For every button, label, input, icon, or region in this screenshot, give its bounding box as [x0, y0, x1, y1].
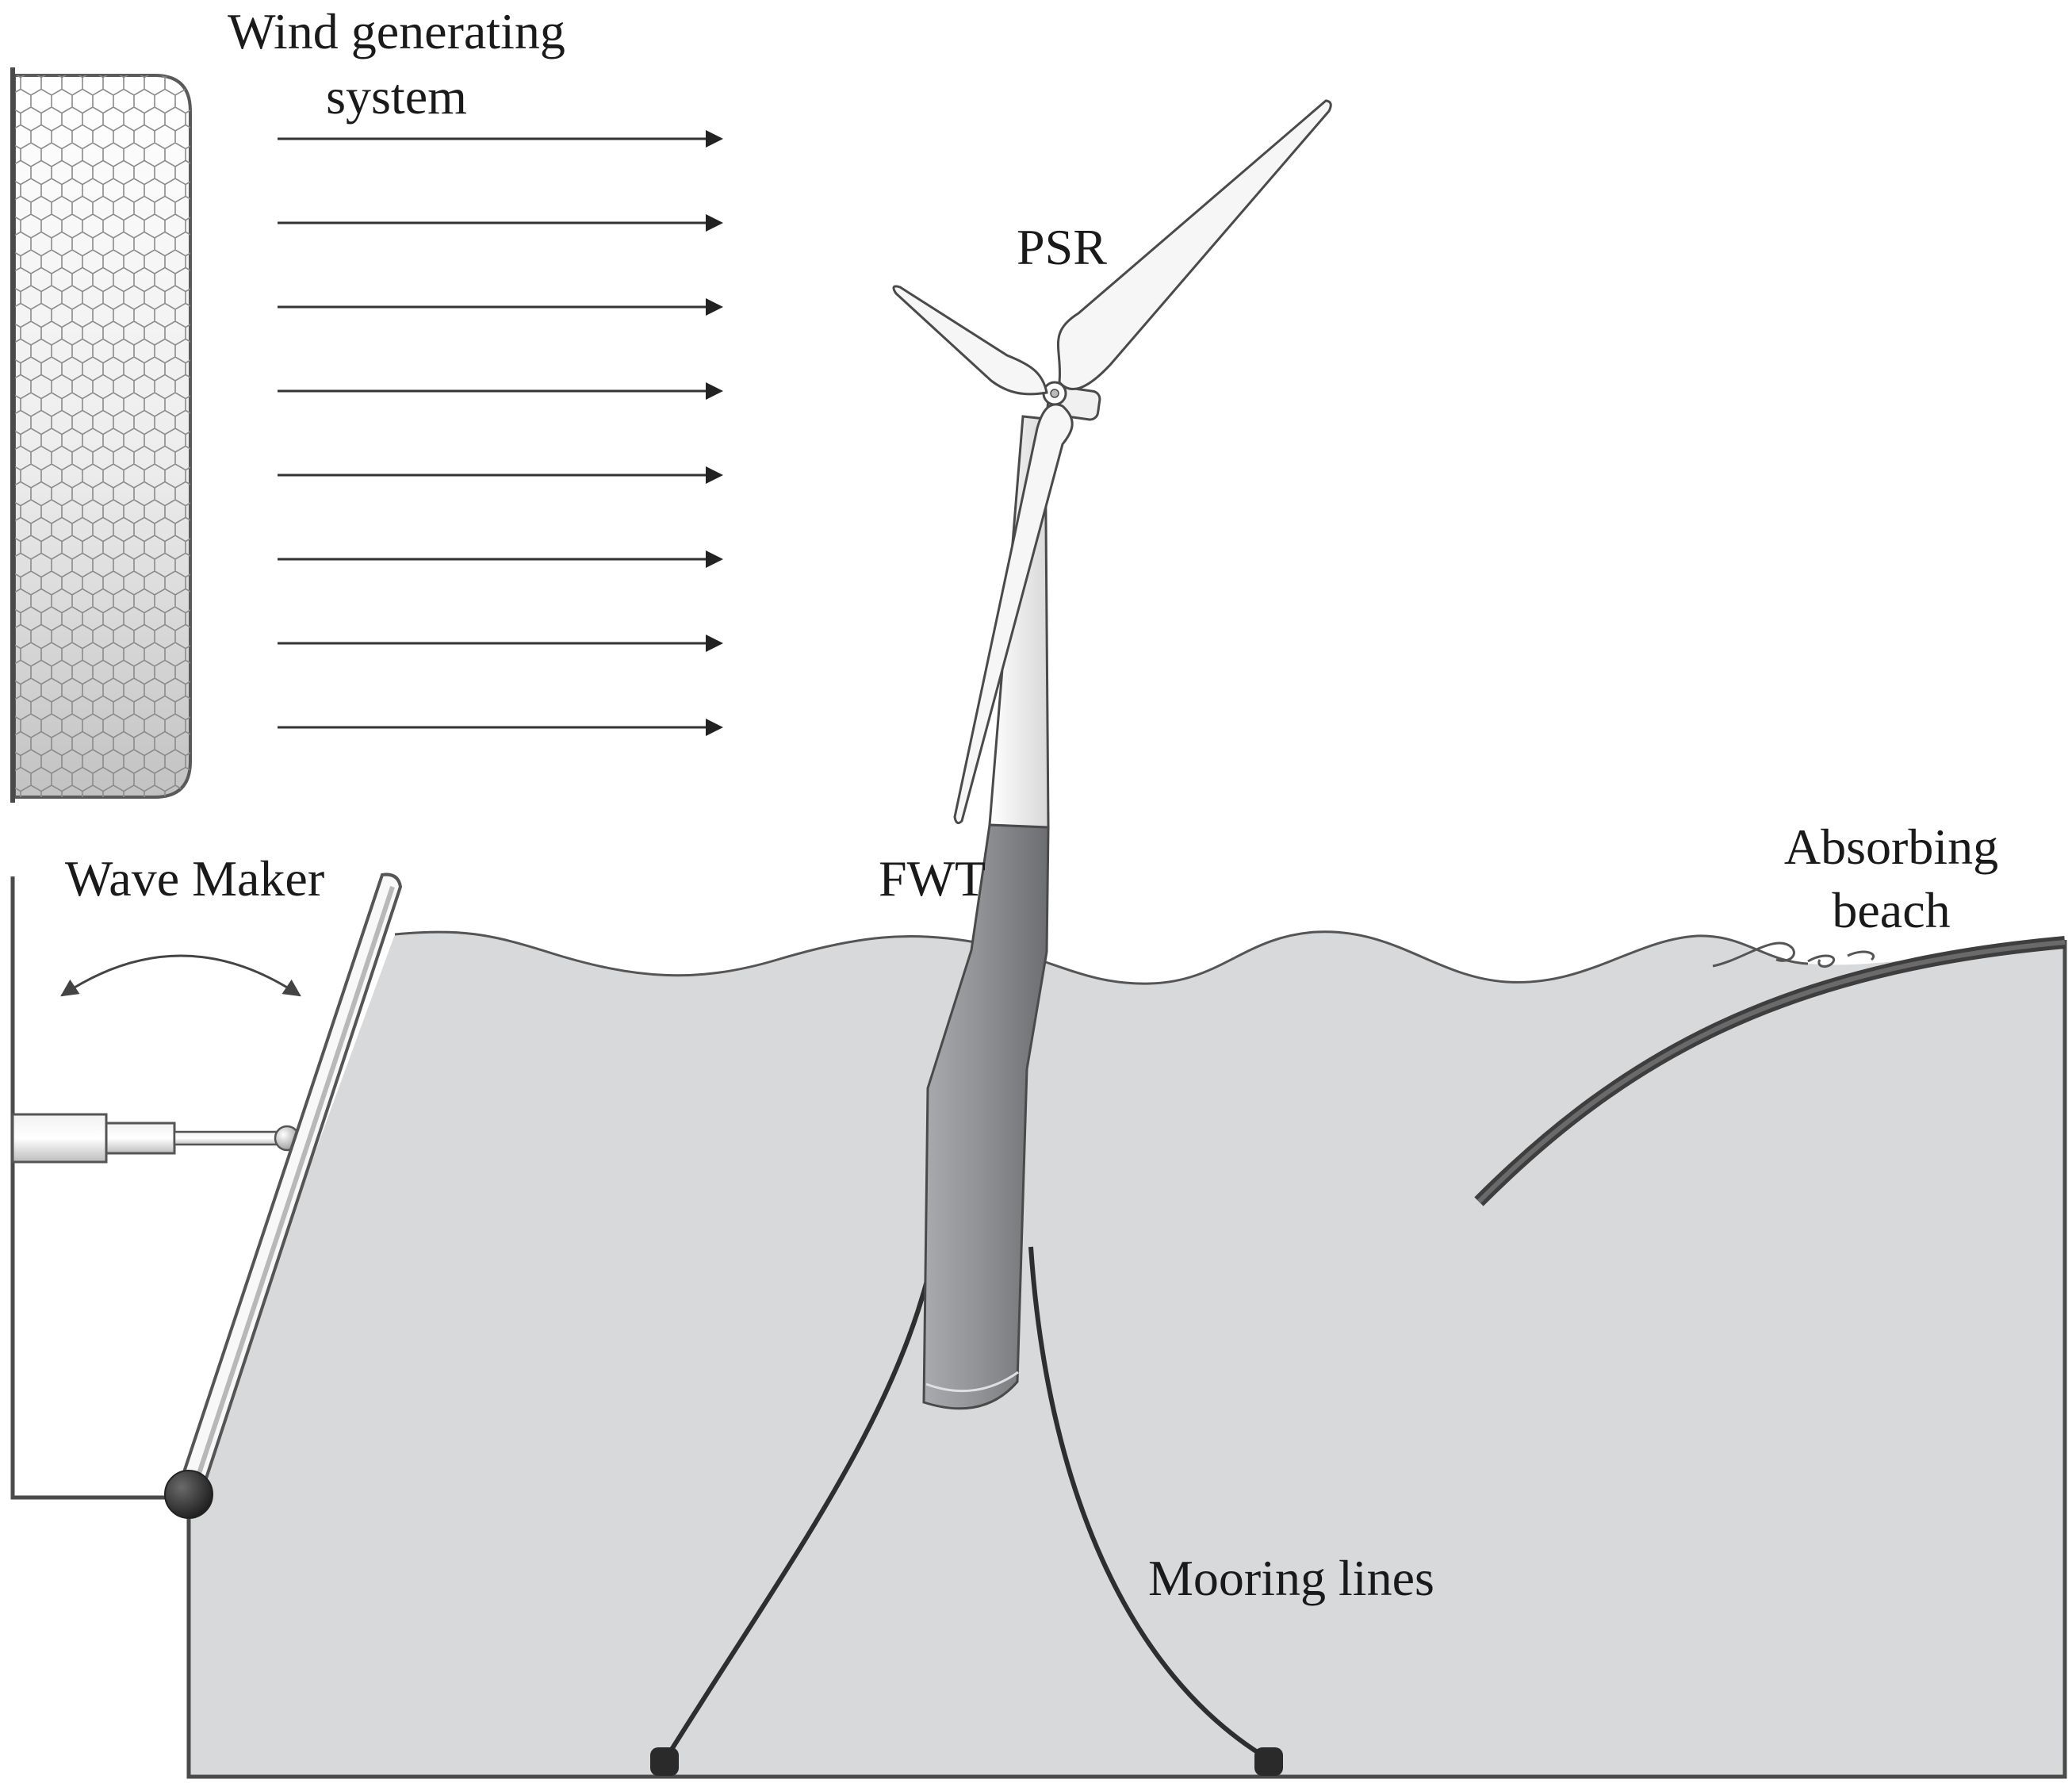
wind-arrow-head	[706, 130, 723, 148]
wind-arrow-head	[706, 635, 723, 652]
floating-wind-turbine	[892, 99, 1332, 1410]
fan-honeycomb	[14, 75, 190, 797]
wind-arrows	[278, 130, 723, 736]
wind-arrow-head	[706, 214, 723, 232]
paddle-shade	[190, 886, 395, 1496]
mooring-line-right	[1028, 1246, 1270, 1762]
wave-maker-label: Wave Maker	[65, 850, 325, 907]
wind-arrow-head	[706, 719, 723, 736]
anchor-right	[1254, 1747, 1283, 1776]
absorbing-beach-label-line1: Absorbing	[1783, 819, 1999, 875]
fwt-label: FWT	[879, 850, 986, 907]
wind-arrow-head	[706, 466, 723, 484]
water-surface	[394, 930, 1809, 985]
absorbing-beach-label-line2: beach	[1832, 882, 1951, 938]
spar-buoy	[922, 823, 1050, 1410]
water-body	[189, 931, 2065, 1777]
absorbing-beach-shade	[1476, 940, 2066, 1204]
hub-center	[1050, 389, 1059, 398]
blade-left	[892, 285, 1048, 396]
spar-bottom-ring	[925, 1371, 1019, 1393]
blade-upper	[1056, 99, 1332, 390]
wind-generator-label-line2: system	[326, 68, 467, 125]
blade-lower	[953, 403, 1074, 825]
wave-tank	[10, 876, 2067, 1779]
anchor-left	[650, 1747, 679, 1776]
wave-maker	[11, 872, 403, 1519]
tank-wall-left	[10, 876, 189, 1500]
wind-arrow-head	[706, 550, 723, 568]
piston-cylinder	[11, 1113, 108, 1164]
mooring-system	[650, 1233, 1283, 1776]
psr-label: PSR	[1017, 219, 1107, 275]
piston-rod	[173, 1130, 287, 1146]
mooring-line-left	[662, 1233, 940, 1762]
wind-arrow-head	[706, 382, 723, 400]
wave-curl	[1712, 941, 1875, 968]
wind-arrow-head	[706, 298, 723, 316]
motion-arrow	[60, 954, 301, 997]
wind-generator	[10, 67, 192, 803]
mooring-lines-label: Mooring lines	[1148, 1550, 1434, 1606]
hinge	[164, 1470, 213, 1519]
wind-generator-label-line1: Wind generating	[228, 3, 565, 59]
tank-wall-right-bottom	[186, 940, 2067, 1779]
piston-sleeve	[105, 1122, 176, 1155]
